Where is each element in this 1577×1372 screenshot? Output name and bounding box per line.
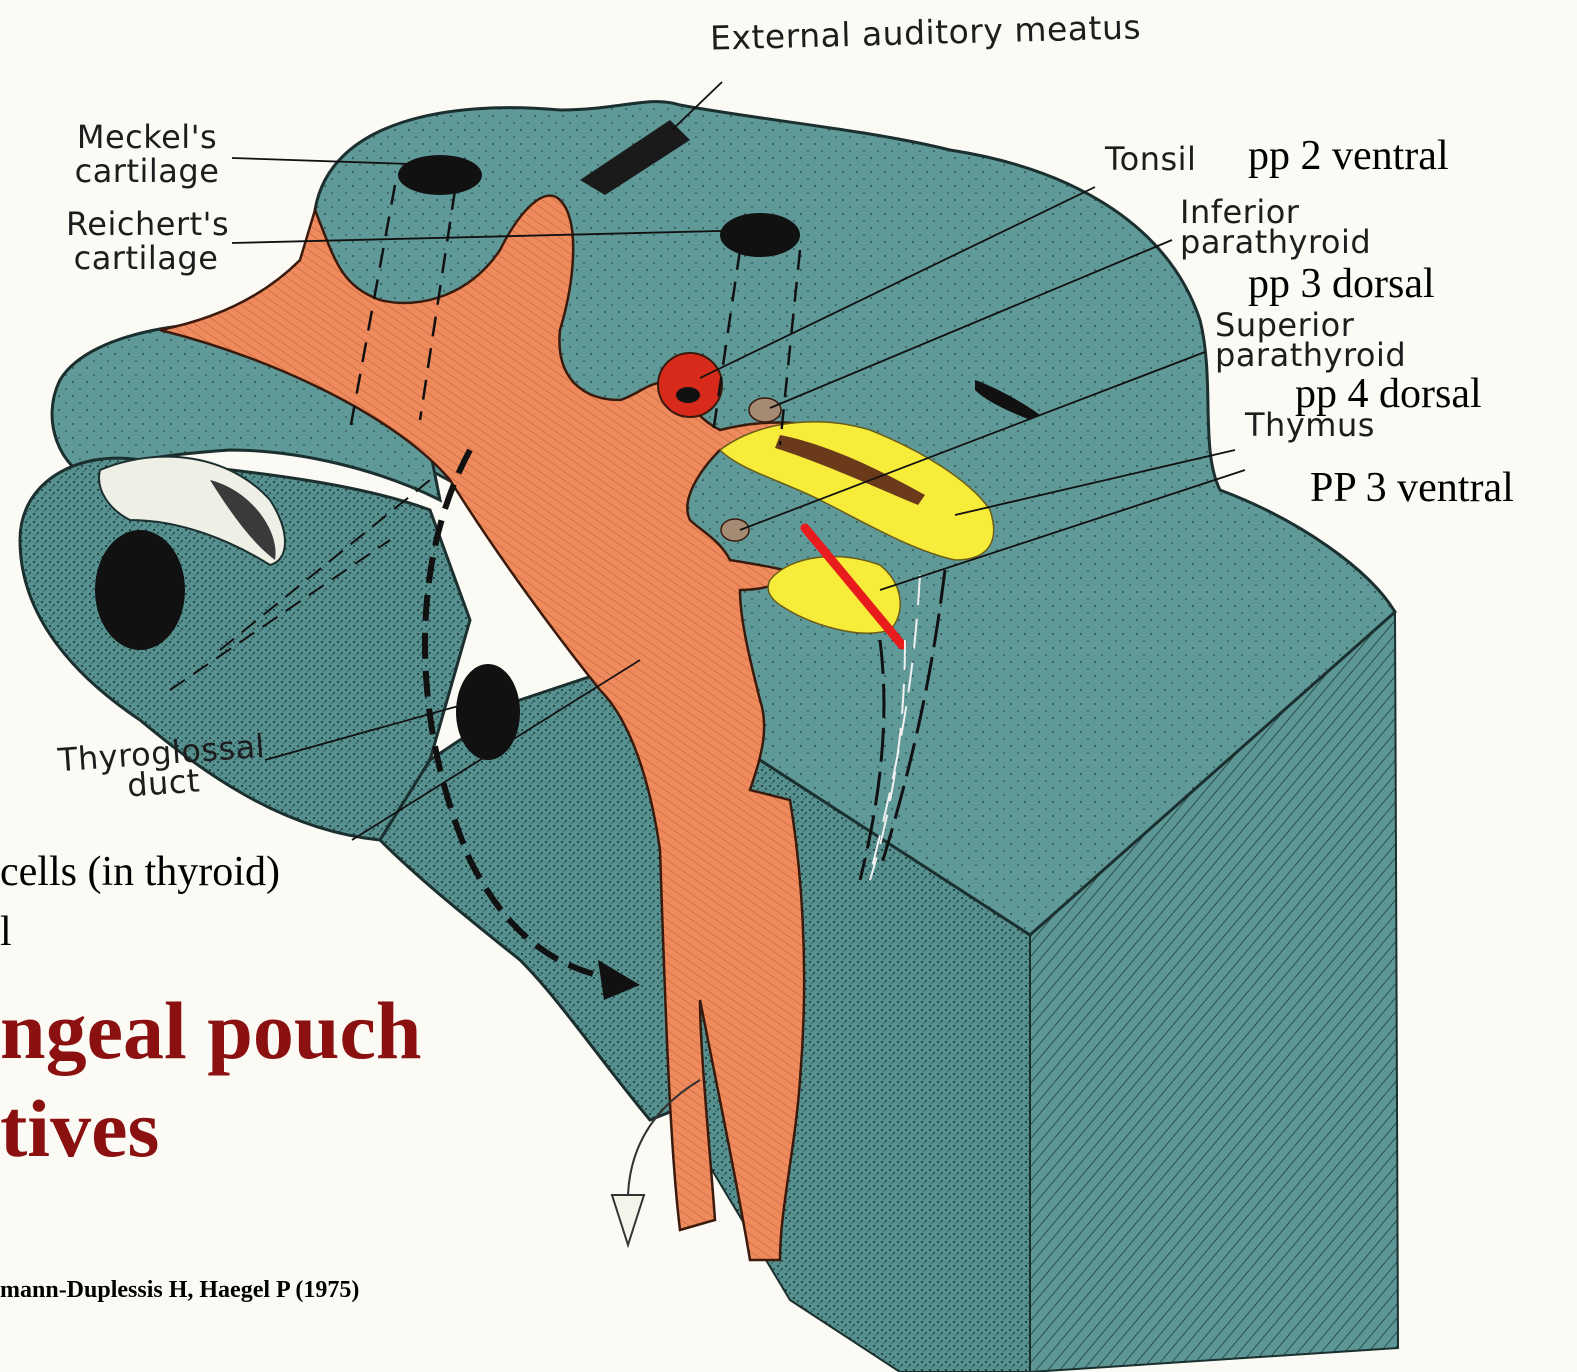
annotation-pp3-ventral: PP 3 ventral — [1310, 466, 1514, 510]
label-superior-line2: parathyroid — [1215, 340, 1406, 370]
label-tonsil: Tonsil — [1105, 142, 1196, 176]
exit-arrowhead — [612, 1195, 644, 1245]
tonsil-shape — [658, 353, 722, 417]
label-meckels-line1: Meckel's — [72, 120, 222, 154]
superior-parathyroid-bud — [721, 519, 749, 541]
label-reicherts-line1: Reichert's — [66, 207, 226, 241]
annotation-pp4-dorsal: pp 4 dorsal — [1295, 372, 1482, 416]
label-meckels-cartilage: Meckel's cartilage — [72, 120, 222, 188]
arm-cut-lumen — [95, 530, 185, 650]
inferior-parathyroid-bud — [749, 398, 781, 422]
label-reicherts-cartilage: Reichert's cartilage — [66, 207, 226, 275]
citation-text: mann-Duplessis H, Haegel P (1975) — [0, 1277, 359, 1304]
label-meckels-line2: cartilage — [72, 154, 222, 188]
annotation-cells-in-thyroid: cells (in thyroid) — [0, 850, 280, 894]
annotation-pp3-dorsal: pp 3 dorsal — [1248, 262, 1435, 306]
tonsil-dark-center — [676, 387, 700, 403]
annotation-partial-letter: l — [0, 910, 12, 954]
label-superior-parathyroid: Superior parathyroid — [1215, 310, 1406, 370]
label-inferior-parathyroid: Inferior parathyroid — [1180, 197, 1371, 257]
reicherts-cartilage-shape — [720, 213, 800, 257]
label-inferior-line2: parathyroid — [1180, 227, 1371, 257]
slide-title-line1: ngeal pouch — [0, 988, 422, 1074]
slide-title-line2: tives — [0, 1086, 159, 1172]
label-reicherts-line2: cartilage — [66, 241, 226, 275]
annotation-pp2-ventral: pp 2 ventral — [1248, 134, 1449, 178]
thyroglossal-opening — [456, 664, 520, 760]
meckels-cartilage-shape — [398, 155, 482, 195]
